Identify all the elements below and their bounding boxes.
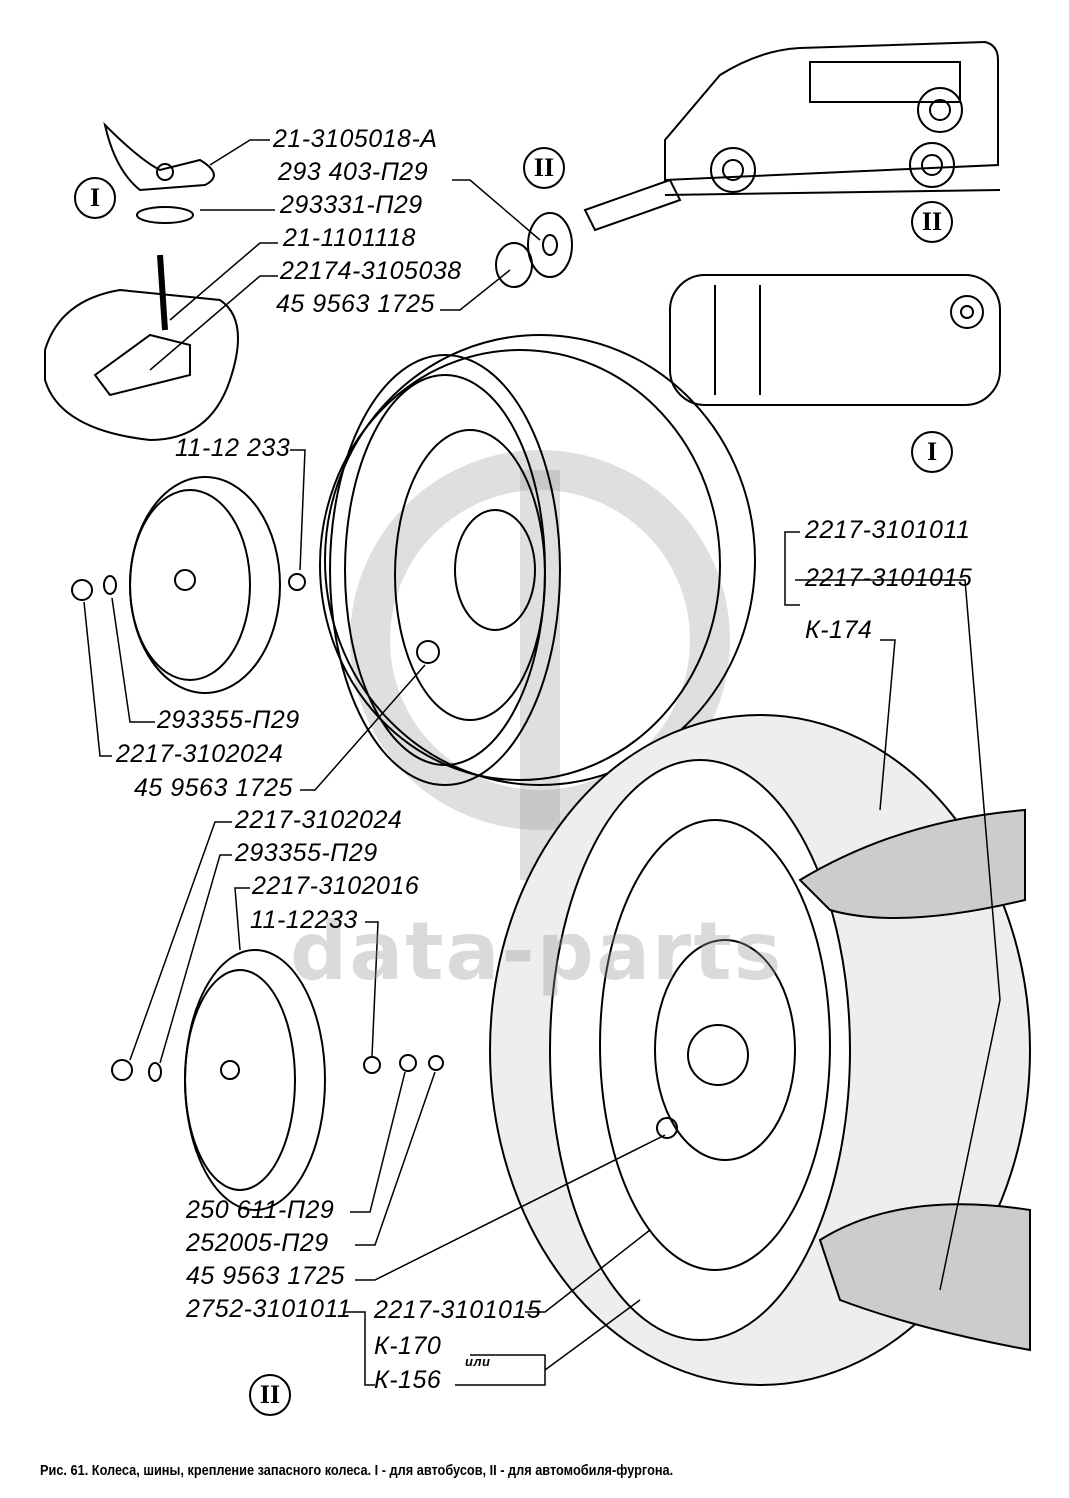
part-label: 45 9563 1725 <box>186 1262 345 1290</box>
part-label: К-170 <box>374 1332 442 1360</box>
spare-nut-bolt-drawing <box>495 178 682 288</box>
part-label: 11-12 233 <box>175 434 291 462</box>
part-label: 21-3105018-А <box>273 125 438 153</box>
part-label: 250 611-П29 <box>186 1196 335 1224</box>
part-label: 22174-3105038 <box>280 257 462 285</box>
part-label: 11-12233 <box>250 906 358 934</box>
or-label: или <box>465 1354 491 1369</box>
watermark-logo <box>350 450 730 880</box>
figure-caption: Рис. 61. Колеса, шины, крепление запасно… <box>40 1462 674 1479</box>
part-label: 45 9563 1725 <box>134 774 293 802</box>
leader-lines <box>83 139 1001 1386</box>
part-label: 2217-3101011 <box>805 516 971 544</box>
part-label: 293331-П29 <box>280 191 423 219</box>
variant-marker: II <box>911 201 953 243</box>
part-label: 2217-3102016 <box>252 872 420 900</box>
variant-marker: II <box>523 147 565 189</box>
spare-wheel-bracket-drawing <box>44 121 239 442</box>
hubcap-upper <box>71 476 306 694</box>
part-label: 293355-П29 <box>157 706 300 734</box>
part-label: 293 403-П29 <box>278 158 429 186</box>
part-label: 2752-3101011 <box>186 1295 352 1323</box>
part-label: К-156 <box>374 1366 442 1394</box>
hubcap-lower <box>111 949 444 1211</box>
part-label: 2217-3101015 <box>805 564 973 592</box>
part-label: 2217-3101015 <box>374 1296 542 1324</box>
part-label: 21-1101118 <box>283 224 416 252</box>
part-label: 252005-П29 <box>186 1229 329 1257</box>
part-label: 2217-3102024 <box>235 806 403 834</box>
variant-marker: II <box>249 1374 291 1416</box>
part-label: 293355-П29 <box>235 839 378 867</box>
variant-marker: I <box>911 431 953 473</box>
part-label: 45 9563 1725 <box>276 290 435 318</box>
wheel-assembly-lower <box>489 714 1031 1386</box>
watermark-text: data-parts <box>290 905 784 998</box>
van-top-view <box>669 274 1001 406</box>
part-label: К-174 <box>805 616 873 644</box>
van-side-view <box>664 40 1001 196</box>
wheel-assembly-upper <box>319 334 756 786</box>
variant-marker: I <box>74 177 116 219</box>
part-label: 2217-3102024 <box>116 740 284 768</box>
